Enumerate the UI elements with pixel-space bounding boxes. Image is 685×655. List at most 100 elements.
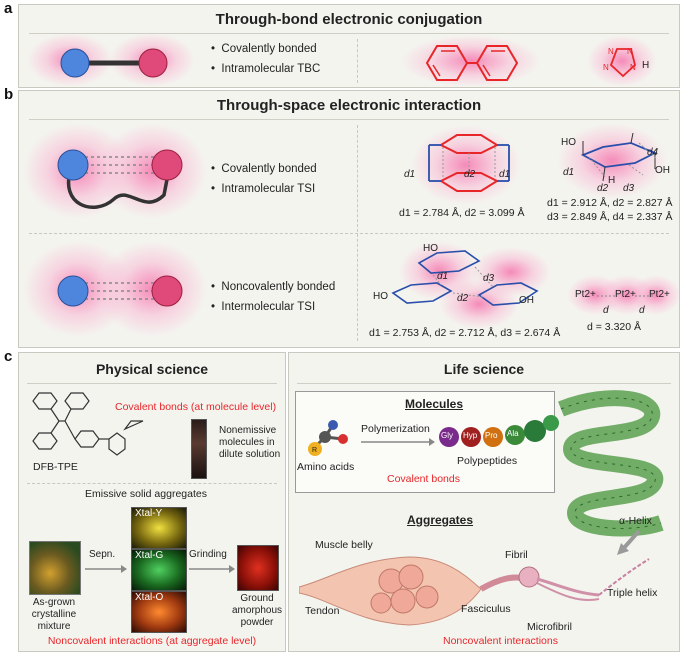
pt-label-2: Pt2+ [615,289,636,300]
trimer-ho-2: HO [373,291,388,302]
life-divider [297,383,671,384]
nonemissive-label: Nonemissive molecules in dilute solution [219,425,281,460]
panel-letter-c: c [4,348,13,365]
trimer-glow-3 [471,247,551,297]
panel-b-divider [29,119,669,120]
fibril-label: Fibril [505,549,528,561]
ground-powder-photo [237,545,279,591]
xtal-y-label: Xtal-Y [135,508,163,519]
physical-divider [27,383,277,384]
glucose-caption-1: d1 = 2.912 Å, d2 = 2.827 Å [547,197,673,209]
pt-label-3: Pt2+ [649,289,670,300]
pt-chain-bonds [597,295,653,297]
as-grown-crystal-photo [29,541,81,595]
panel-b-separator [357,125,358,341]
biphenyl-structure [425,45,519,81]
panel-letter-b: b [4,86,14,103]
tetrazole-h-label: H [642,60,650,71]
grinding-arrow [189,565,235,573]
xtal-o-photo [131,591,187,633]
covalent-dumbbell [60,48,168,78]
glucose-h: H [608,175,616,186]
paracyclophane-label-1: d1 [404,169,416,180]
molecules-heading: Molecules [405,397,464,411]
as-grown-label: As-grown crystalline mixture [31,597,77,632]
glucose-label-d3: d3 [623,183,635,194]
amino-acids-label: Amino acids [297,461,355,473]
pt-label-1: Pt2+ [575,289,596,300]
panel-b-title: Through-space electronic interaction [216,97,482,114]
polypeptide-beads [439,415,559,447]
trimer-caption: d1 = 2.753 Å, d2 = 2.712 Å, d3 = 2.674 Å [369,327,561,339]
sepn-label: Sepn. [89,549,116,560]
panel-b: Through-space electronic interaction • C… [18,90,681,348]
xtal-g-photo [131,549,187,591]
grinding-label: Grinding [189,549,227,560]
bead-gly: Gly [441,431,453,440]
panel-b-row1-bullet-2: • Intramolecular TSI [211,183,316,195]
biphenyl-glow [401,35,541,87]
panel-a-separator [357,39,358,83]
dfb-tpe-structure [32,392,144,456]
panel-a-title: Through-bond electronic conjugation [215,11,483,28]
svg-text:N: N [608,47,614,56]
panel-letter-a: a [4,0,13,17]
trimer-label-d1: d1 [437,271,449,282]
xtal-y-photo [131,507,187,549]
life-science-title: Life science [443,361,525,377]
physical-row-separator [27,483,277,484]
pt-d-2: d [639,305,645,316]
paracyclophane-label-2: d2 [464,169,476,180]
trimer-ho-1: HO [423,243,438,254]
bead-ala: Ala [507,429,519,438]
paracyclophane-structure [428,134,510,192]
pt-caption: d = 3.320 Å [587,321,642,333]
alpha-helix-model [558,390,664,537]
fasciculus-label: Fasciculus [461,603,511,615]
glucose-label-d2: d2 [597,183,609,194]
amino-acid-model: R [308,420,348,456]
trimer-label-d2: d2 [457,293,469,304]
svg-text:N: N [603,63,609,72]
svg-text:R: R [312,447,317,454]
solution-cuvette [191,419,207,479]
physical-covalent-label: Covalent bonds (at molecule level) [115,401,277,413]
ground-powder-label: Ground amorphous powder [231,593,283,628]
sepn-arrow [85,565,127,573]
polypeptides-label: Polypeptides [457,455,518,467]
tetrazole-structure: N N N N [603,47,637,78]
aggregates-heading: Aggregates [407,513,474,527]
glucose-oh: OH [655,165,670,176]
polymerization-arrow [361,438,435,446]
muscle-anatomy-illustration [299,556,650,626]
glucose-label-d4: d4 [647,147,659,158]
trimer-label-d3: d3 [483,273,495,284]
bead-pro: Pro [485,431,498,440]
life-noncovalent-label: Noncovalent interactions [443,635,558,647]
glucose-caption-2: d3 = 2.849 Å, d4 = 2.337 Å [547,211,673,223]
microfibril-label: Microfibril [527,621,572,633]
tetrazole-glow [587,35,657,87]
dfb-tpe-name: DFB-TPE [33,461,78,473]
paracyclophane-label-3: d1 [499,169,511,180]
panel-c-life: Life science Molecules R Amino acids Pol… [288,352,680,652]
alpha-helix-label: α-Helix [619,515,652,527]
panel-a-bullet-2: • Intramolecular TBC [211,63,321,75]
glucose-ho-1: HO [561,137,576,148]
svg-text:N: N [627,47,633,56]
tendon-label: Tendon [305,605,340,617]
panel-b-row-separator [29,233,669,234]
glucose-structure [580,133,658,182]
intermolecular-tsi-model [57,275,183,307]
helix-to-triple-arrow [617,529,641,555]
panel-b-row2-bullet-1: • Noncovalently bonded [211,281,336,293]
xtal-o-label: Xtal-O [135,592,164,603]
xtal-g-label: Xtal-G [135,550,164,561]
svg-text:N: N [630,63,636,72]
panel-c-physical: Physical science DFB-TPE Covalent bonds … [18,352,286,652]
life-covalent-label: Covalent bonds [387,473,460,485]
physical-science-title: Physical science [95,361,209,377]
polymerization-label: Polymerization [361,423,430,435]
pt-d-1: d [603,305,609,316]
pt-glow-3 [631,275,681,315]
